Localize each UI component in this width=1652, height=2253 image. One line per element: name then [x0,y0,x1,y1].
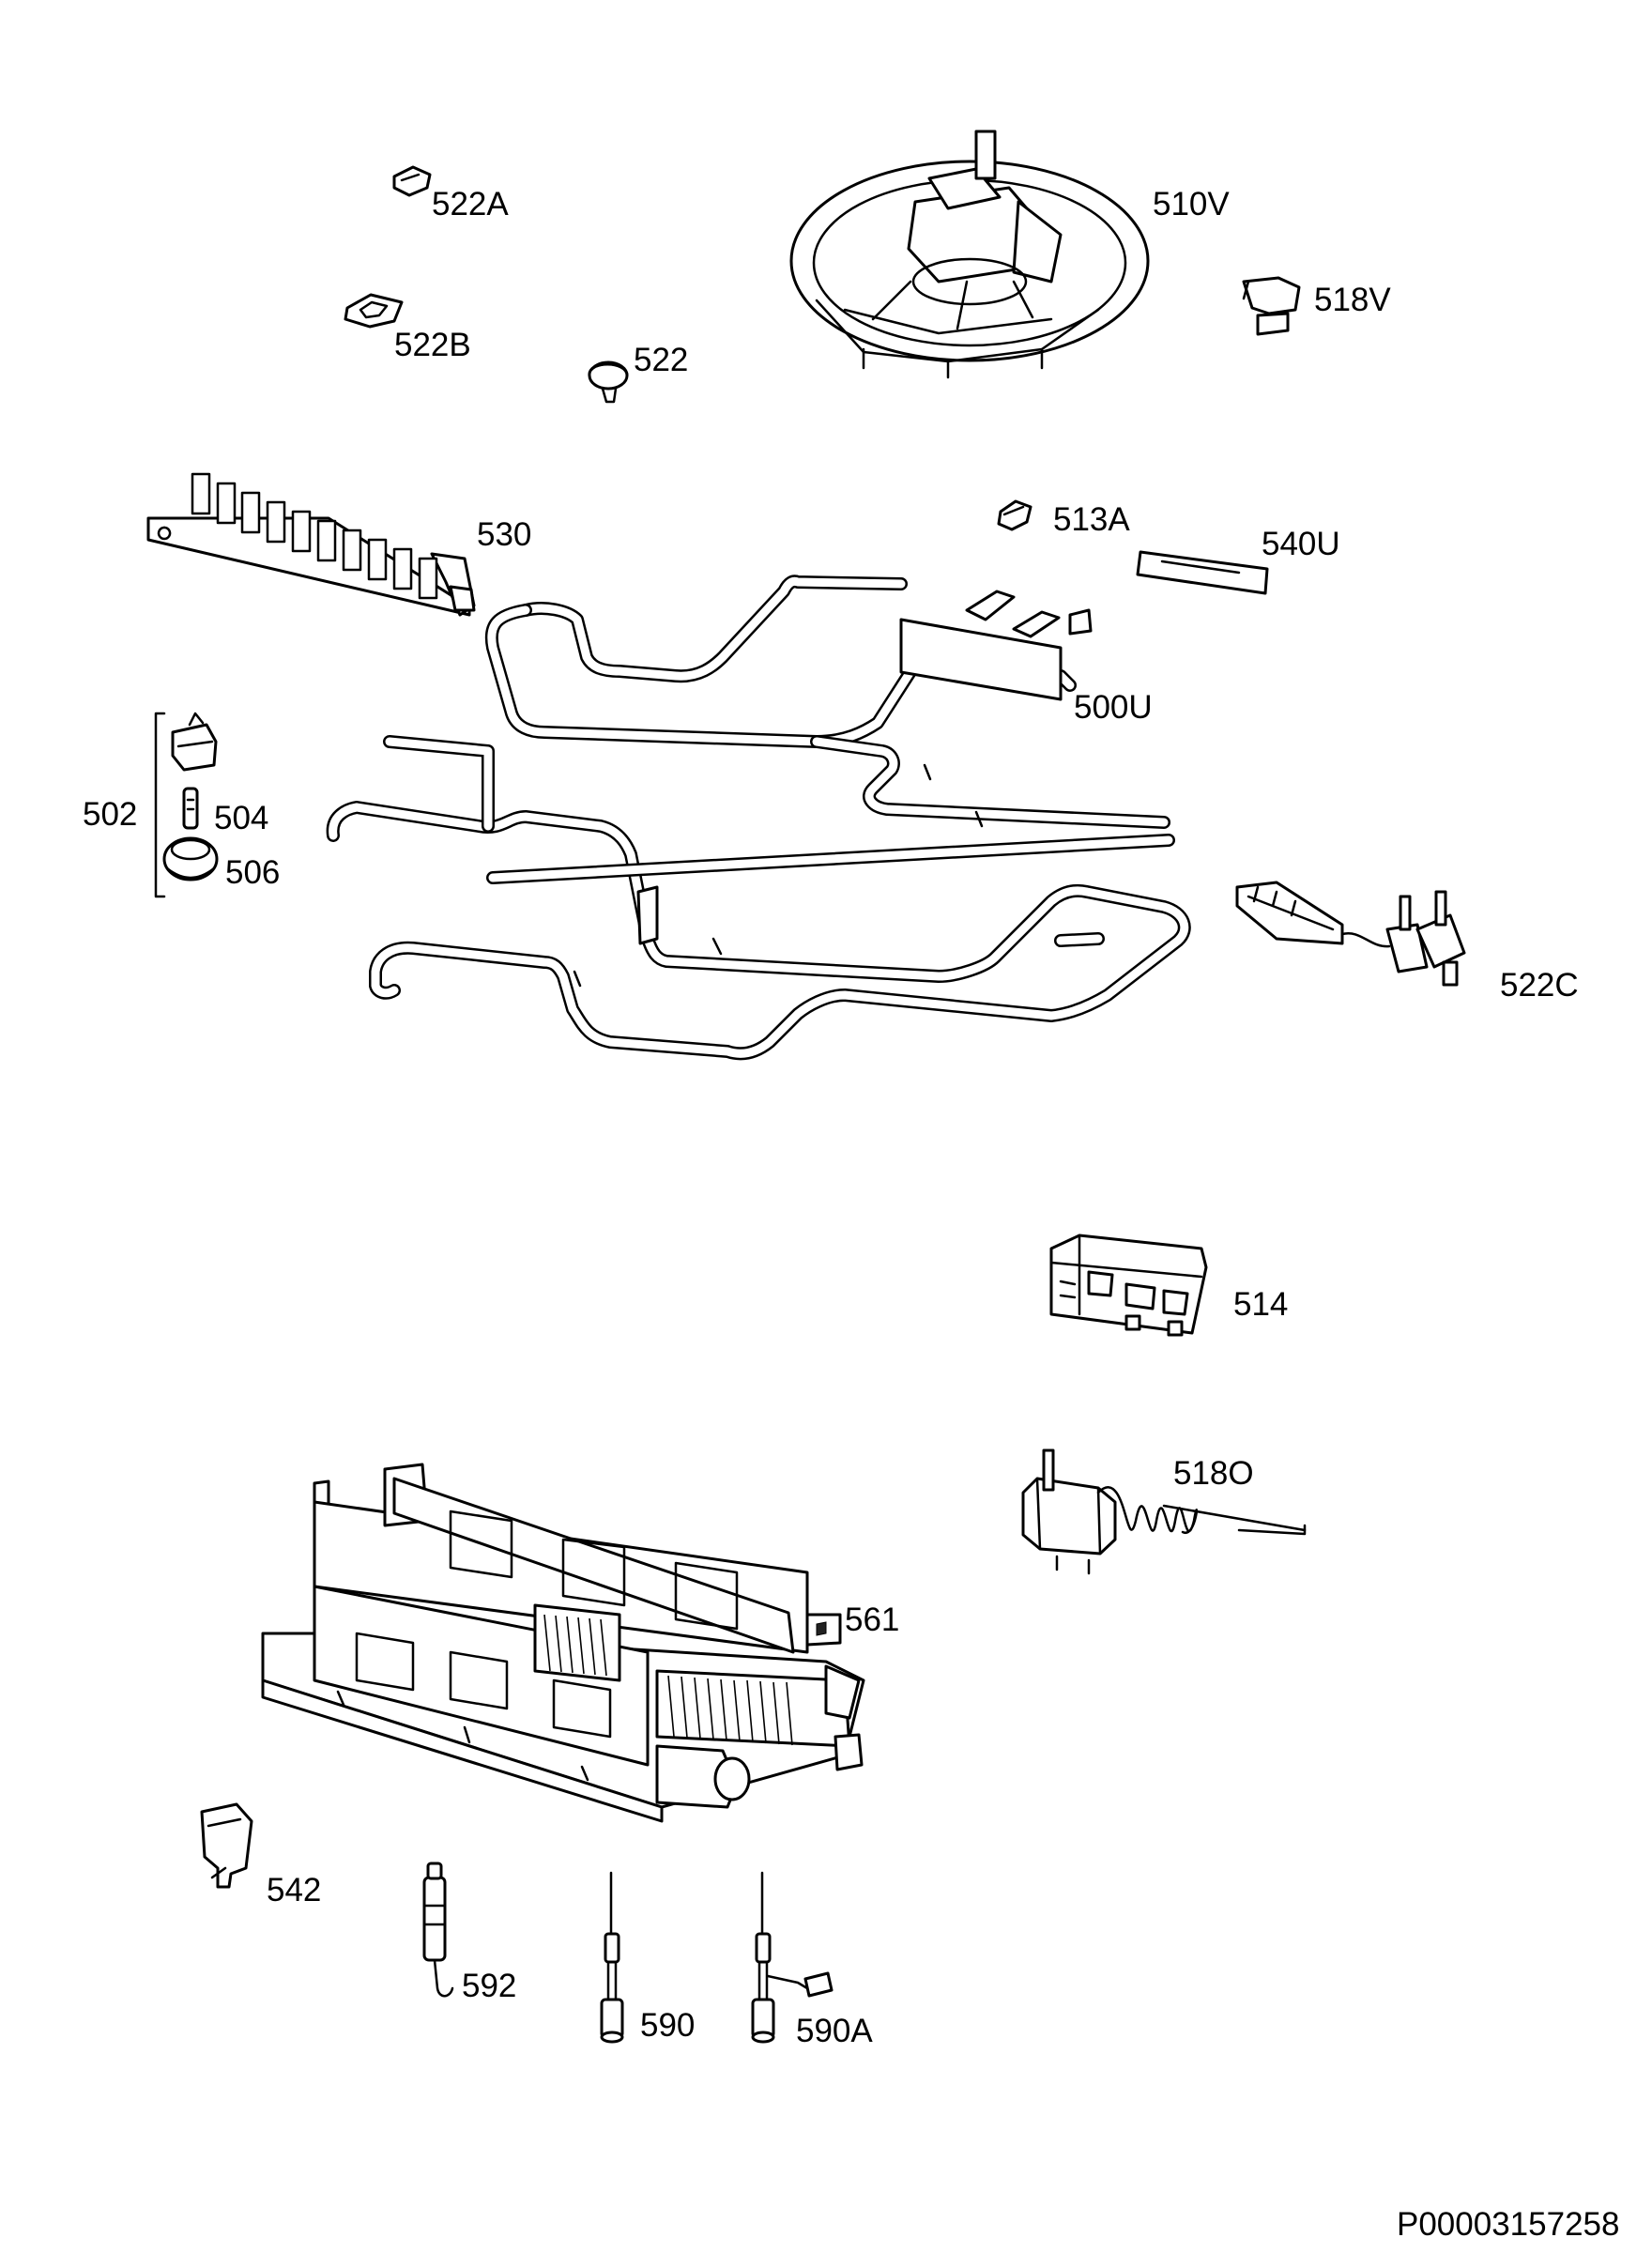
part-522-drawing [588,360,629,404]
label-513A: 513A [1053,501,1130,538]
part-540U-drawing [1136,550,1269,595]
part-530-drawing [146,472,476,617]
label-561: 561 [845,1602,900,1638]
label-518O: 518O [1173,1455,1254,1492]
part-500U-drawing [326,575,1191,1061]
label-590A: 590A [796,2013,873,2049]
document-id: P00003157258 [1397,2206,1620,2243]
part-522C-drawing [1235,881,1466,987]
part-506-drawing [162,836,219,881]
part-510V-drawing [789,130,1150,379]
part-518O-drawing [1021,1448,1307,1575]
part-592-drawing [422,1862,454,1998]
part-513A-drawing [997,499,1032,531]
label-510V: 510V [1153,186,1230,222]
part-502-bracket [154,712,166,898]
label-590: 590 [640,2007,696,2044]
label-514: 514 [1233,1286,1289,1323]
part-518V-drawing [1242,276,1301,336]
label-522A: 522A [432,186,509,222]
part-502-drawing [171,712,218,772]
label-500U: 500U [1074,689,1153,726]
part-504-drawing [182,787,199,830]
part-590A-drawing [751,1871,834,2044]
label-522B: 522B [394,327,471,363]
label-522C: 522C [1500,967,1579,1004]
part-561-drawing [261,1463,865,1823]
label-504: 504 [214,800,269,836]
part-522B-drawing [344,293,404,329]
label-540U: 540U [1262,526,1340,562]
label-522: 522 [634,342,689,378]
part-514-drawing [1049,1234,1208,1337]
label-592: 592 [462,1968,517,2004]
label-518V: 518V [1314,282,1391,318]
label-502: 502 [83,796,138,833]
part-522A-drawing [392,165,432,197]
part-542-drawing [200,1802,253,1889]
label-506: 506 [225,854,281,891]
label-530: 530 [477,516,532,553]
label-542: 542 [267,1872,322,1908]
part-590-drawing [600,1871,624,2044]
